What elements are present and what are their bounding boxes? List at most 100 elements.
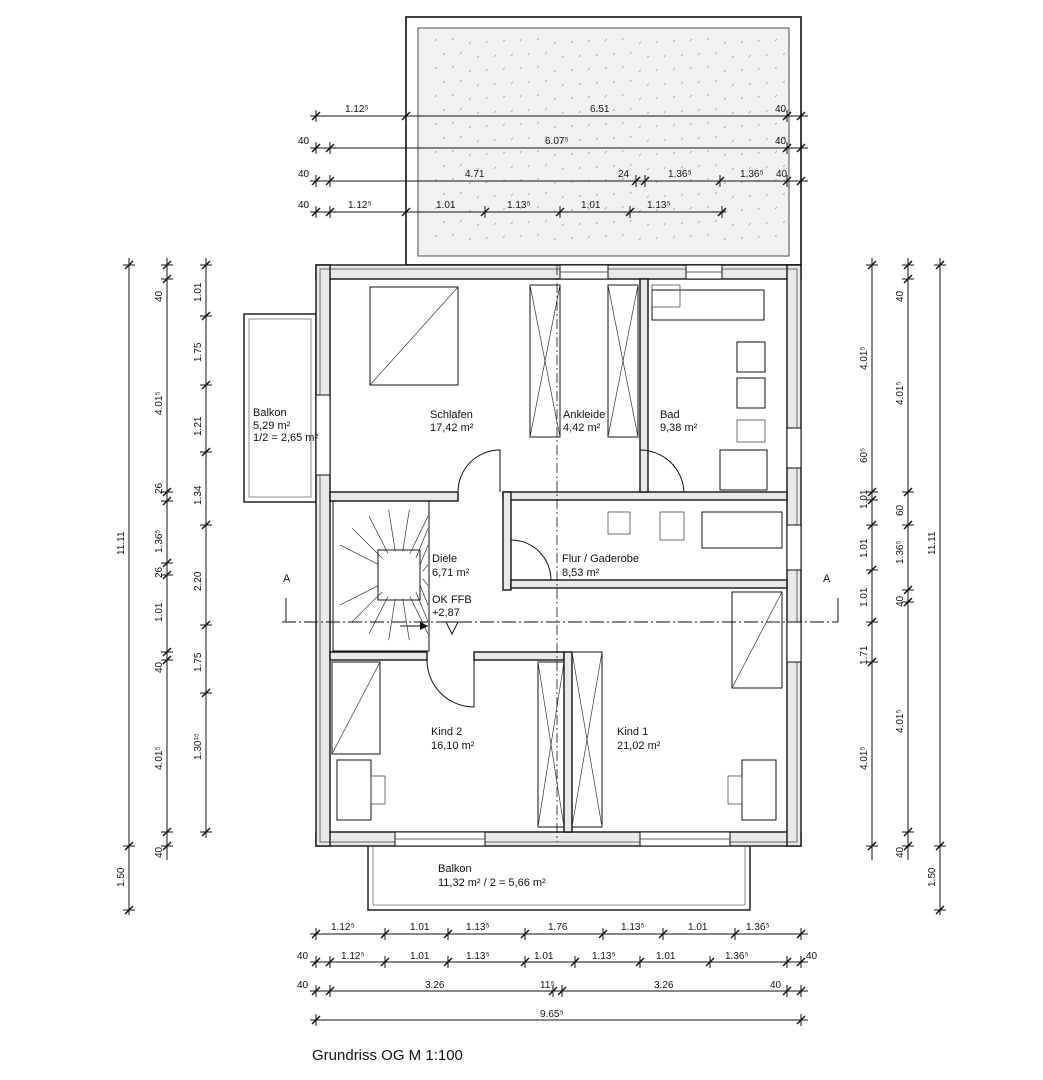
dim-bot-2-f: 1.13⁵ — [592, 951, 616, 962]
gravel-dot — [510, 53, 514, 57]
gravel-dot — [740, 152, 744, 156]
dim-top-3-b: 4.71 — [465, 169, 485, 180]
dim-bot-3-c: 11⁵ — [540, 980, 555, 991]
gravel-dot — [604, 122, 608, 126]
gravel-dot — [485, 68, 489, 72]
gravel-dot — [748, 166, 752, 170]
gravel-dot — [595, 193, 599, 197]
gravel-dot — [621, 121, 625, 125]
gravel-dot — [621, 37, 625, 41]
room-area-balkon-sued: 11,32 m² / 2 = 5,66 m² — [438, 877, 546, 889]
dim-right-2-b: 4.01⁵ — [895, 381, 906, 405]
gravel-dot — [765, 53, 769, 57]
gravel-dot — [510, 81, 514, 85]
gravel-dot — [672, 207, 676, 211]
gravel-dot — [434, 122, 438, 126]
dim-top-3-f: 40 — [776, 169, 788, 180]
dim-bot-1-c: 1.13⁵ — [466, 922, 490, 933]
dim-left-2-d: 1.36⁵ — [154, 529, 165, 553]
gravel-dot — [723, 237, 727, 241]
gravel-dot — [536, 37, 540, 41]
tick-mark — [402, 509, 410, 552]
gravel-dot — [544, 135, 548, 139]
gravel-dot — [595, 109, 599, 113]
gravel-dot — [493, 222, 497, 226]
staircase — [332, 500, 430, 652]
gravel-dot — [485, 96, 489, 100]
gravel-dot — [680, 221, 684, 225]
gravel-dot — [748, 54, 752, 58]
gravel-dot — [595, 81, 599, 85]
gravel-dot — [451, 121, 455, 125]
gravel-dot — [561, 167, 565, 171]
gravel-dot — [468, 41, 472, 45]
gravel-dot — [655, 124, 659, 128]
gravel-dot — [706, 65, 710, 69]
gravel-dot — [689, 150, 693, 154]
dim-top-1-a: 1.12⁵ — [345, 104, 369, 115]
gravel-dot — [782, 192, 786, 196]
gravel-dot — [527, 220, 531, 224]
gravel-dot — [774, 122, 778, 126]
gravel-dot — [663, 194, 667, 198]
gravel-dot — [740, 124, 744, 128]
gravel-dot — [493, 194, 497, 198]
washbasin-2 — [736, 377, 766, 409]
gravel-dot — [570, 68, 574, 72]
gravel-dot — [774, 38, 778, 42]
gravel-dot — [629, 135, 633, 139]
gravel-dot — [714, 51, 718, 55]
gravel-dot — [476, 167, 480, 171]
gravel-dot — [485, 40, 489, 44]
dim-left-3-e: 2.20 — [193, 571, 204, 591]
room-area-schlafen: 17,42 m² — [430, 422, 474, 434]
dim-left-3-f: 1.75 — [193, 652, 204, 672]
gravel-dot — [646, 111, 650, 115]
gravel-dot — [604, 234, 608, 238]
gravel-dot — [663, 166, 667, 170]
drawing-title: Grundriss OG M 1:100 — [312, 1047, 463, 1064]
room-name-balkon-west: Balkon — [253, 407, 287, 419]
tick-mark — [420, 585, 429, 606]
gravel-dot — [561, 83, 565, 87]
gravel-dot — [612, 52, 616, 56]
gravel-dot — [782, 108, 786, 112]
dim-top-4-f: 1.13⁵ — [647, 200, 671, 211]
gravel-dot — [485, 152, 489, 156]
tick-mark — [352, 591, 383, 622]
dim-left-2-b: 4.01⁵ — [154, 391, 165, 415]
tick-mark — [402, 598, 410, 641]
gravel-dot — [782, 220, 786, 224]
gravel-dot — [459, 107, 463, 111]
gravel-dot — [638, 125, 642, 129]
gravel-dot — [723, 181, 727, 185]
gravel-dot — [442, 80, 446, 84]
gravel-dot — [553, 153, 557, 157]
gravel-dot — [536, 121, 540, 125]
section-line: A A — [282, 265, 839, 842]
gravel-dot — [765, 137, 769, 141]
gravel-dot — [765, 165, 769, 169]
gravel-dot — [553, 41, 557, 45]
dim-left-2-c: 26 — [154, 482, 165, 494]
gravel-dot — [459, 163, 463, 167]
gravel-dot — [723, 125, 727, 129]
gravel-dot — [510, 137, 514, 141]
gravel-dot — [527, 136, 531, 140]
dim-bot-2-i: 40 — [806, 951, 818, 962]
dim-right-1-c: 1.01 — [859, 489, 870, 509]
gravel-dot — [451, 37, 455, 41]
dim-top-2-a: 40 — [298, 136, 310, 147]
gravel-dot — [451, 93, 455, 97]
gravel-dot — [451, 65, 455, 69]
furniture — [331, 284, 783, 828]
gravel-dot — [655, 68, 659, 72]
gravel-dot — [689, 66, 693, 70]
desk-kind2 — [336, 759, 372, 821]
gravel-dot — [612, 80, 616, 84]
gravel-dot — [553, 237, 557, 241]
gravel-dot — [536, 233, 540, 237]
gravel-dot — [621, 93, 625, 97]
doors — [426, 449, 685, 708]
gravel-dot — [680, 165, 684, 169]
